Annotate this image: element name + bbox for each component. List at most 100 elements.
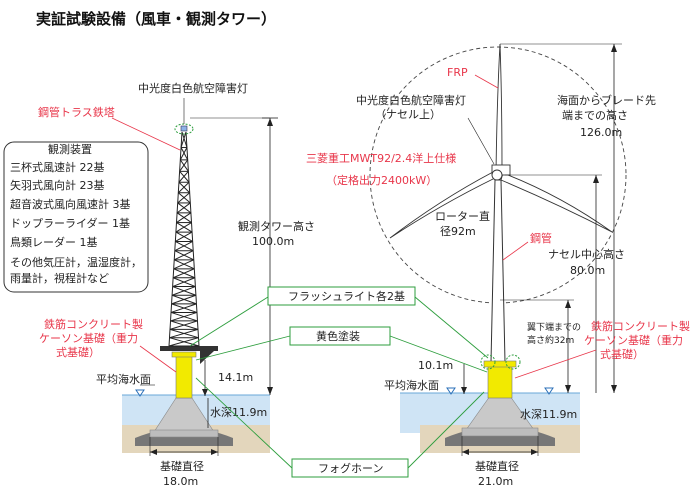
blade-clearance-label-1: 翼下端までの <box>527 321 581 333</box>
left-caisson-label-2: ケーソン基礎（重力 <box>39 331 138 345</box>
rotor-label-1: ローター直 <box>435 209 490 223</box>
left-caisson-label-1: 鉄筋コンクリート製 <box>44 317 143 331</box>
blade-tip-label-2: 端までの高さ <box>562 108 628 122</box>
right-caisson-label-3: 式基礎） <box>600 348 644 361</box>
turbine-model-label: 三菱重工MWT92/2.4洋上仕様 <box>306 151 456 165</box>
blade-tip-arrow-bottom <box>611 385 617 393</box>
blade-tip-value: 126.0m <box>580 126 622 139</box>
steel-truss-tower <box>168 131 200 347</box>
instrument-item: 超音波式風向風速計 3基 <box>10 197 131 211</box>
rotor-label-2: 径92m <box>440 225 476 238</box>
right-base-value: 21.0m <box>478 475 513 488</box>
left-depth-arrow <box>202 389 208 396</box>
instrument-item: 鳥類レーダー 1基 <box>10 235 98 249</box>
steel-pipe-label: 鋼管 <box>530 231 552 245</box>
blade-clearance-arrow-top <box>565 300 571 308</box>
yellow-callout-line-left <box>195 335 291 361</box>
instrument-item: その他気圧計，温湿度計， <box>10 255 142 269</box>
left-caisson-leader <box>139 345 177 373</box>
right-sea-level-marker <box>446 387 456 395</box>
instrument-item: ドップラーライダー 1基 <box>10 216 130 230</box>
truss-member <box>170 311 198 322</box>
left-yellow-column <box>175 355 193 399</box>
left-depth-label: 水深11.9m <box>210 406 267 419</box>
callouts: フラッシュライト各2基 黄色塗装 フォグホーン <box>189 286 489 478</box>
blade-clearance-arrow-bottom <box>565 385 571 393</box>
right-flash-light-left <box>480 354 496 370</box>
right-depth-label: 水深11.9m <box>520 408 577 421</box>
frp-leader <box>474 74 499 89</box>
fog-callout-line-left <box>195 377 293 469</box>
truss-member <box>179 159 189 172</box>
instrument-item: 矢羽式風向計 23基 <box>10 178 105 192</box>
right-caisson-leader <box>514 349 597 379</box>
turbine-light-label-2: （ナセル上） <box>375 108 441 121</box>
wind-turbine-section: FRP 中光度白色航空障害灯 （ナセル上） 三菱重工MWT92/2.4洋上仕様 … <box>306 43 690 488</box>
page-title: 実証試験設備（風車・観測タワー） <box>36 10 276 28</box>
left-sea-level-label: 平均海水面 <box>96 372 151 386</box>
truss-member <box>179 171 190 183</box>
nacelle-height-value: 80.0m <box>570 264 605 277</box>
truss-member <box>181 131 188 148</box>
instruments-heading: 観測装置 <box>48 142 92 156</box>
truss-member <box>180 147 189 161</box>
steel-truss-label: 鋼管トラス鉄塔 <box>38 105 115 119</box>
right-caisson-footing <box>461 427 539 437</box>
instrument-item: 三杯式風速計 22基 <box>10 160 105 174</box>
truss-member <box>174 250 194 261</box>
blade-tip-label-1: 海面からブレード先 <box>557 93 656 107</box>
right-dim-top-label: 10.1m <box>418 359 453 372</box>
right-sea-level-label: 平均海水面 <box>384 378 439 392</box>
rotor-swept-circle <box>369 46 627 304</box>
truss-member <box>168 131 183 347</box>
left-base-value: 18.0m <box>163 475 198 488</box>
truss-member <box>172 268 195 279</box>
right-base-title: 基礎直径 <box>475 459 519 473</box>
left-sea-level-marker <box>135 389 145 397</box>
yellow-callout-line-right <box>389 335 488 373</box>
fog-horn-callout-box <box>291 458 409 478</box>
yellow-paint-callout-text: 黄色塗装 <box>316 329 360 343</box>
truss-member <box>175 231 193 242</box>
truss-member <box>169 320 198 330</box>
tower-height-value: 100.0m <box>252 235 294 248</box>
truss-member <box>185 131 200 347</box>
instruments-box <box>3 141 149 293</box>
turbine-light-leader <box>467 117 495 165</box>
nacelle-height-label: ナセル中心高さ <box>548 247 625 261</box>
turbine-light-label-1: 中光度白色航空障害灯 <box>356 93 466 107</box>
truss-member <box>170 303 197 313</box>
tower-height-title: 観測タワー高さ <box>238 219 315 233</box>
observation-tower-section: 中光度白色航空障害灯 鋼管トラス鉄塔 観測タワー高さ 100.0m 鉄筋コンクリ… <box>38 81 315 488</box>
truss-member <box>174 241 193 252</box>
turbine-tower <box>490 179 506 363</box>
truss-member <box>180 131 187 148</box>
truss-member <box>171 294 197 305</box>
flash-light-callout-text: フラッシュライト各2基 <box>288 289 405 303</box>
tower-height-arrow-top <box>267 118 273 126</box>
truss-member <box>176 202 191 214</box>
right-yellow-column <box>487 365 513 399</box>
flash-light-callout-box <box>267 286 416 306</box>
tower-height-arrow-bottom <box>267 387 273 395</box>
left-dim-top-label: 14.1m <box>218 371 253 384</box>
turbine-blade-right <box>500 172 613 233</box>
instruments-panel: 観測装置 三杯式風速計 22基 矢羽式風向計 23基 超音波式風向風速計 3基 … <box>3 141 149 293</box>
truss-member <box>175 222 192 233</box>
right-base-arrow-r <box>531 449 538 455</box>
truss-member <box>179 159 189 172</box>
yellow-paint-callout-box <box>289 326 391 346</box>
flash-callout-line-right <box>414 296 489 359</box>
right-caisson-label-1: 鉄筋コンクリート製 <box>591 319 690 333</box>
turbine-blade-left <box>389 171 496 239</box>
right-base-arrow-l <box>462 449 469 455</box>
left-caisson-label-3: 式基礎） <box>56 346 100 359</box>
truss-member <box>177 181 190 194</box>
left-base-title: 基礎直径 <box>160 459 204 473</box>
right-sea-level-marker-2 <box>544 387 554 395</box>
truss-member <box>179 147 188 161</box>
turbine-rating-label: （定格出力2400kW） <box>326 173 437 187</box>
fog-callout-line-right <box>407 391 485 469</box>
fog-horn-callout-text: フォグホーン <box>318 461 383 475</box>
